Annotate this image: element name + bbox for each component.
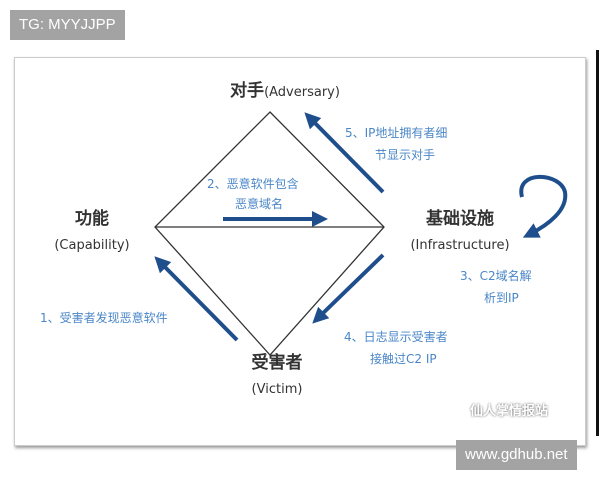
node-victim-cn: 受害者 xyxy=(251,353,303,373)
label-step-2: 2、恶意软件包含 恶意域名 xyxy=(207,174,299,214)
label-step-3-line1: 3、C2域名解 xyxy=(460,269,532,283)
node-victim-en: (Victim) xyxy=(251,382,303,397)
adversary-en: (Adversary) xyxy=(264,85,340,100)
label-step-4: 4、日志显示受害者 接触过C2 IP xyxy=(344,326,448,370)
label-step-5-line2: 节显示对手 xyxy=(375,148,436,162)
label-step-2-line1: 2、恶意软件包含 xyxy=(207,177,299,191)
arrow-step-1 xyxy=(154,256,239,342)
adversary-cn: 对手 xyxy=(230,81,265,101)
node-capability-en: (Capability) xyxy=(54,238,130,253)
edge-line xyxy=(596,50,599,436)
label-step-4-line2: 接触过C2 IP xyxy=(370,352,437,366)
watermark: 仙人掌情报站 xyxy=(470,404,549,419)
arrow-step-3 xyxy=(519,174,568,238)
label-step-1: 1、受害者发现恶意软件 xyxy=(40,311,168,325)
node-adversary: 对手(Adversary) xyxy=(200,76,370,101)
node-infrastructure-en: (Infrastructure) xyxy=(410,238,510,253)
label-step-3: 3、C2域名解 析到IP xyxy=(460,265,532,309)
gdhub-tag: www.gdhub.net xyxy=(456,440,577,470)
diagram-panel xyxy=(14,57,586,446)
tg-tag: TG: MYYJJPP xyxy=(10,10,125,40)
label-step-5: 5、IP地址拥有者细 节显示对手 xyxy=(345,122,447,166)
label-step-2-line2: 恶意域名 xyxy=(235,197,284,211)
node-infrastructure-cn: 基础设施 xyxy=(426,209,494,229)
label-step-4-line1: 4、日志显示受害者 xyxy=(344,330,448,344)
node-capability-cn: 功能 xyxy=(75,209,109,229)
diamond-outline xyxy=(154,111,385,356)
arrow-step-4 xyxy=(312,253,385,324)
label-step-5-line1: 5、IP地址拥有者细 xyxy=(345,126,448,140)
label-step-3-line2: 析到IP xyxy=(484,291,519,305)
arrow-step-5 xyxy=(304,112,385,194)
